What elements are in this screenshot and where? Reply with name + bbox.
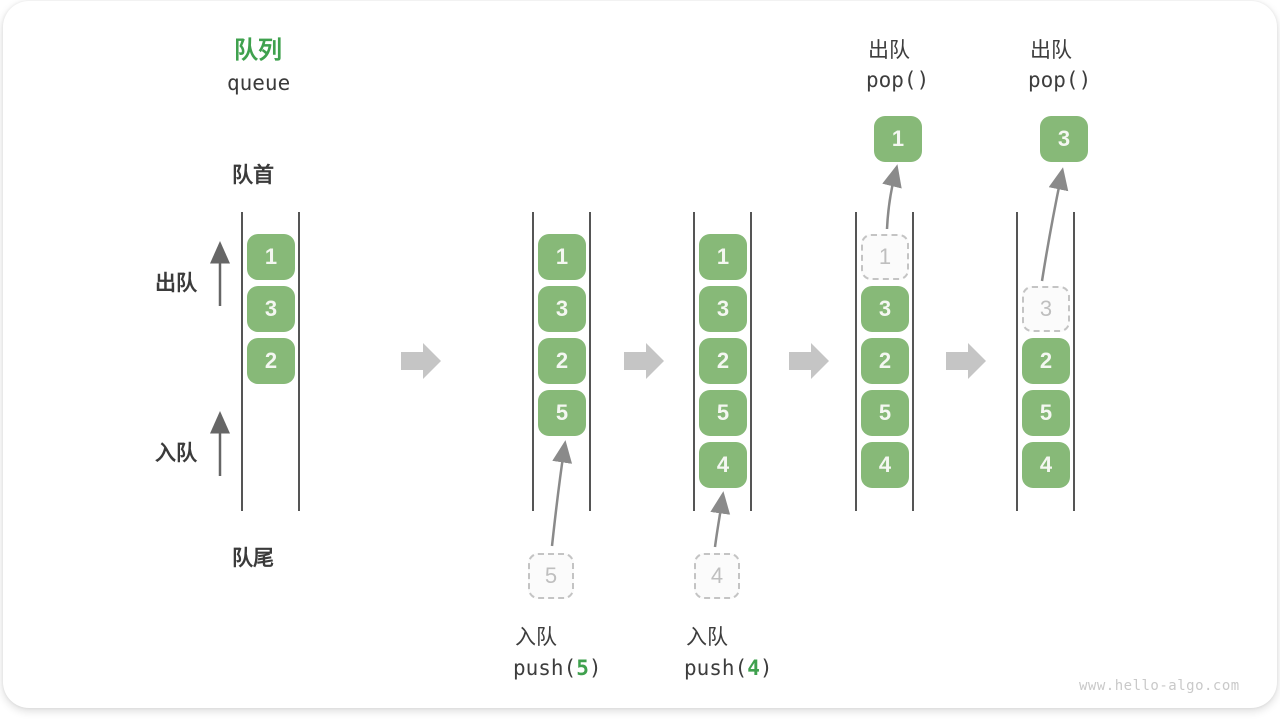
queue-item: 5 <box>699 390 747 436</box>
queue-item: 2 <box>538 338 586 384</box>
popped-item: 1 <box>874 116 922 162</box>
queue-container-4 <box>855 212 914 511</box>
code-push5: push(5) <box>513 656 602 680</box>
queue-item: 3 <box>861 286 909 332</box>
label-queue-rear: 队尾 <box>232 547 274 570</box>
code-post: ) <box>759 656 773 680</box>
queue-item: 3 <box>247 286 295 332</box>
dequeued-slot: 3 <box>1022 286 1070 332</box>
queue-item: 2 <box>699 338 747 384</box>
arrows-layer <box>210 164 1069 548</box>
code-pop: pop() <box>1028 68 1092 92</box>
code-arg: 5 <box>576 656 589 680</box>
popped-item: 3 <box>1040 116 1088 162</box>
watermark: www.hello-algo.com <box>1079 678 1240 694</box>
pending-enqueue-item: 4 <box>694 553 740 599</box>
queue-item: 4 <box>861 442 909 488</box>
queue-container-3 <box>693 212 752 511</box>
page-title: 队列 <box>234 37 282 64</box>
page-subtitle: queue <box>227 71 291 95</box>
queue-item: 1 <box>538 234 586 280</box>
transition-right-arrow-icon <box>789 343 829 379</box>
code-pre: push( <box>513 656 577 680</box>
code-pre: push( <box>684 656 748 680</box>
queue-item: 2 <box>1022 338 1070 384</box>
code-post: ) <box>588 656 602 680</box>
queue-item: 5 <box>538 390 586 436</box>
label-dequeue-side: 出队 <box>155 272 197 295</box>
code-push4: push(4) <box>684 656 773 680</box>
queue-item: 2 <box>247 338 295 384</box>
label-dequeue-op: 出队 <box>868 39 910 62</box>
label-dequeue-op: 出队 <box>1030 39 1072 62</box>
queue-item: 5 <box>1022 390 1070 436</box>
queue-item: 4 <box>699 442 747 488</box>
label-enqueue-op: 入队 <box>686 626 728 649</box>
queue-item: 5 <box>861 390 909 436</box>
transition-right-arrow-icon <box>624 343 664 379</box>
dequeued-slot: 1 <box>861 234 909 280</box>
queue-item: 1 <box>247 234 295 280</box>
queue-item: 4 <box>1022 442 1070 488</box>
transition-right-arrow-icon <box>946 343 986 379</box>
queue-container-2 <box>532 212 591 511</box>
transition-right-arrow-icon <box>401 343 441 379</box>
label-enqueue-op: 入队 <box>515 626 557 649</box>
queue-item: 1 <box>699 234 747 280</box>
queue-item: 3 <box>538 286 586 332</box>
queue-item: 3 <box>699 286 747 332</box>
queue-container-5 <box>1016 212 1075 511</box>
label-queue-front: 队首 <box>232 164 274 187</box>
label-enqueue-side: 入队 <box>155 442 197 465</box>
pending-enqueue-item: 5 <box>528 553 574 599</box>
queue-container-1 <box>241 212 300 511</box>
code-arg: 4 <box>747 656 760 680</box>
code-pop: pop() <box>866 68 930 92</box>
queue-item: 2 <box>861 338 909 384</box>
diagram-card: 队列 queue 队首 出队 入队 队尾 1 3 2 1 3 2 5 5 入队 … <box>3 1 1277 708</box>
